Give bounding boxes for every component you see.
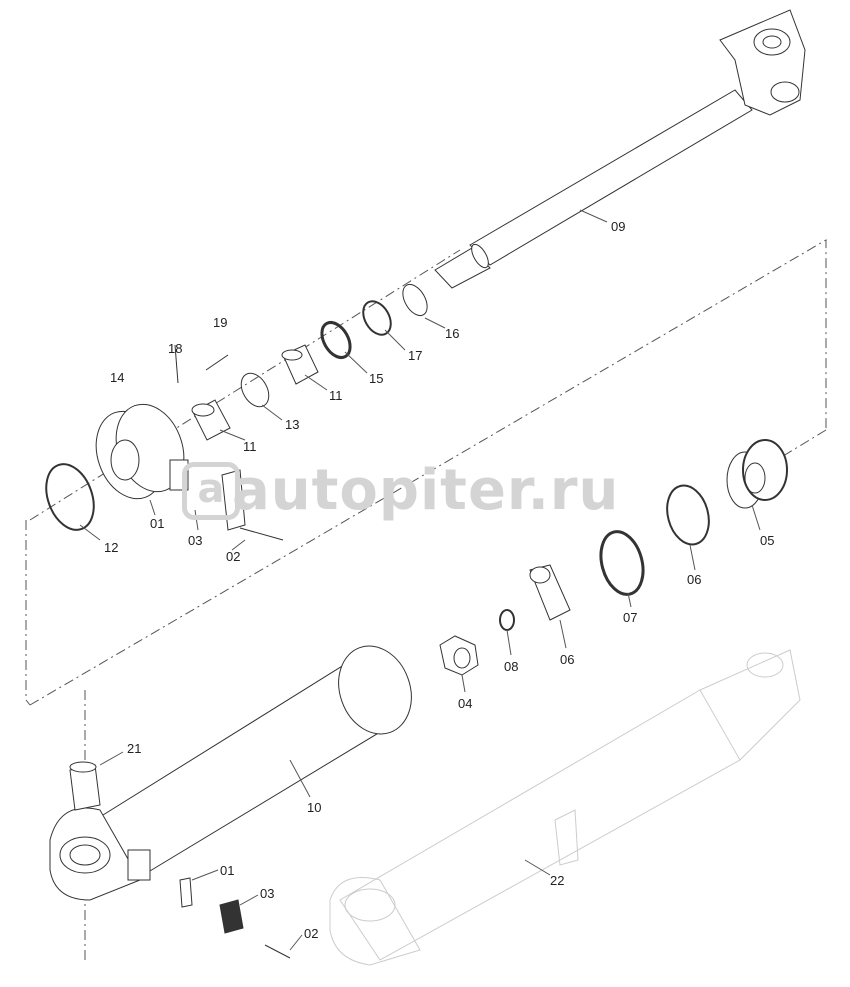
part-label-05: 05 [760,533,775,548]
part-label-02: 02 [304,926,319,941]
part-label-15: 15 [369,371,384,386]
part-label-13: 13 [285,417,300,432]
part-label-04: 04 [458,696,473,711]
part-label-10: 10 [307,800,322,815]
piston-rod-09 [434,9,806,289]
part-label-06: 06 [560,652,575,667]
part-label-01: 01 [220,863,235,878]
part-label-01: 01 [150,516,165,531]
part-label-03: 03 [188,533,203,548]
leader-lines [79,209,761,951]
part-label-06: 06 [687,572,702,587]
watermark-text: autopiter.ru [232,458,620,523]
cylinder-barrel-10 [49,645,412,959]
part-label-22: 22 [550,873,565,888]
part-label-02: 02 [226,549,241,564]
assembled-cylinder-22 [329,649,801,966]
part-label-03: 03 [260,886,275,901]
part-label-16: 16 [445,326,460,341]
part-label-07: 07 [623,610,638,625]
piston-05 [439,439,788,676]
cylinder-head-14 [95,344,284,541]
assembly-axis-lines [25,239,827,960]
part-label-21: 21 [127,741,142,756]
part-label-11: 11 [243,439,257,454]
part-label-14: 14 [110,370,125,385]
part-label-08: 08 [504,659,519,674]
part-label-12: 12 [104,540,119,555]
part-label-09: 09 [611,219,626,234]
watermark-logo: a [182,462,240,520]
part-label-18: 18 [168,341,183,356]
part-label-11: 11 [329,388,343,403]
part-label-17: 17 [408,348,423,363]
part-label-19: 19 [213,315,228,330]
